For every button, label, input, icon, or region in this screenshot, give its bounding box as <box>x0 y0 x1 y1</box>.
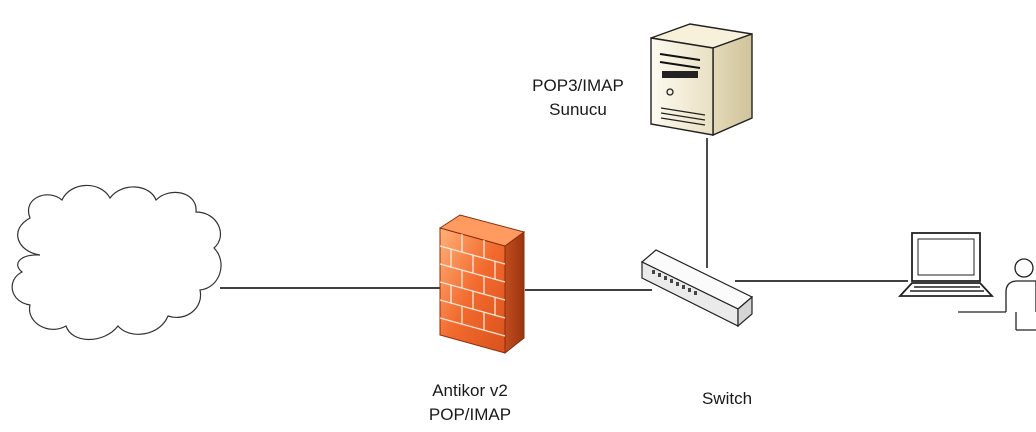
firewall-label: Antikor v2 POP/IMAP <box>410 379 530 427</box>
cloud-icon <box>11 184 222 340</box>
switch-label-line-1: Switch <box>701 389 753 408</box>
server-label: POP3/IMAP Sunucu <box>508 74 648 122</box>
laptop-icon <box>897 232 995 297</box>
firewall-label-line-1: Antikor v2 <box>432 381 508 400</box>
server-icon <box>650 23 753 137</box>
server-label-line-1: POP3/IMAP <box>532 76 624 95</box>
firewall-icon <box>438 214 526 355</box>
firewall-label-line-2: POP/IMAP <box>428 405 512 424</box>
links <box>220 138 908 291</box>
switch-label: Switch <box>667 387 787 411</box>
switch-icon <box>640 249 754 328</box>
server-label-line-2: Sunucu <box>549 100 607 119</box>
user-icon <box>958 258 1036 331</box>
